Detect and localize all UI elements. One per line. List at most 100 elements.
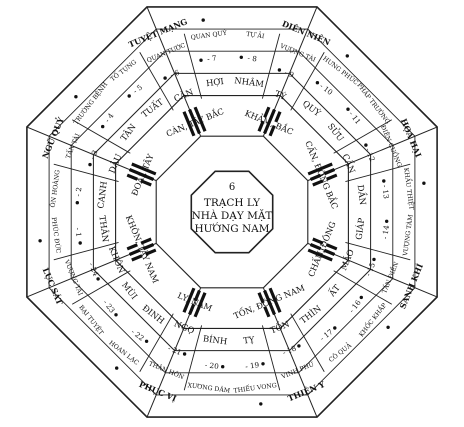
mountain-name: HỢI bbox=[206, 77, 225, 89]
center-number: 6 bbox=[229, 182, 235, 193]
mountain-divider bbox=[345, 241, 411, 261]
outer-star-dot bbox=[422, 181, 426, 185]
mountain-dot bbox=[78, 241, 82, 245]
center-title-line-2: NHÀ DẠY MẶT bbox=[192, 208, 273, 222]
outer-star-sw: LỤC SÁT bbox=[41, 266, 65, 306]
mountain-star: KHẨU THIỆT bbox=[402, 167, 416, 211]
mountain-divider bbox=[261, 33, 281, 99]
mountain-value: - 24 bbox=[87, 261, 101, 278]
mountain-name: QUÝ bbox=[300, 97, 323, 119]
mountain-star: TẤN TÀI bbox=[64, 132, 82, 160]
trigram-se-icon bbox=[257, 287, 282, 318]
mountain-value: - 11 bbox=[347, 109, 363, 125]
mountain-star: TẤN ĐIỀN bbox=[379, 260, 400, 295]
mountain-value: - 19 bbox=[245, 360, 260, 371]
mountain-dot bbox=[385, 219, 389, 223]
mountain-dot bbox=[372, 257, 376, 262]
mountain-divider bbox=[261, 325, 281, 391]
outer-star-dot bbox=[201, 18, 205, 22]
mountain-dot bbox=[359, 295, 363, 300]
mountain-dot bbox=[277, 68, 282, 72]
mountain-dot bbox=[199, 58, 203, 62]
mountain-value: - 21 bbox=[167, 343, 183, 357]
mountain-star: QUAN QUÝ bbox=[190, 30, 228, 42]
mountain-dot bbox=[261, 362, 265, 366]
mountain-star: HƯNG PHÚC bbox=[321, 54, 360, 86]
mountain-star: ÔN HOÀNG bbox=[49, 169, 62, 208]
mountain-name: MÃO bbox=[337, 247, 356, 272]
outer-star-dot bbox=[74, 95, 78, 99]
mountain-divider bbox=[139, 313, 174, 373]
mountain-divider bbox=[183, 33, 203, 99]
mountain-dot bbox=[333, 326, 337, 330]
mountain-value: - 20 bbox=[204, 360, 219, 371]
outer-star-se: THIÊN Y bbox=[286, 379, 326, 403]
mountain-value: - 2 bbox=[73, 187, 83, 197]
mountain-name: THÂN bbox=[96, 215, 111, 244]
mountain-name: DẦN bbox=[355, 184, 371, 206]
mountain-value: - 14 bbox=[380, 224, 391, 239]
center-title-line-3: HƯỚNG NAM bbox=[194, 221, 269, 235]
direction-label-s: LY, NAM bbox=[176, 290, 214, 313]
trigram-sw-icon bbox=[126, 237, 157, 262]
mountain-value: - 5 bbox=[131, 82, 144, 95]
mountain-name: CẤN bbox=[340, 152, 360, 176]
outer-star-dot bbox=[115, 366, 119, 370]
mountain-name: DẬU bbox=[106, 152, 125, 175]
mountain-value: - 23 bbox=[101, 298, 117, 315]
mountain-name: BÍNH bbox=[202, 332, 228, 347]
mountain-name: CANH bbox=[96, 181, 110, 210]
mountain-divider bbox=[333, 119, 393, 154]
mountain-name: TÝ bbox=[273, 87, 288, 103]
mountain-star: CÔ QUẢ bbox=[327, 341, 353, 364]
mountain-star: KHỐC KHẤP bbox=[357, 302, 388, 339]
mountain-value: - 13 bbox=[380, 184, 391, 199]
mountain-star: VƯỢNG TÀI bbox=[62, 258, 84, 297]
mountain-name: KHÔN bbox=[106, 244, 128, 275]
center-label-block: 6 TRẠCH LY NHÀ DẠY MẶT HƯỚNG NAM bbox=[192, 182, 273, 235]
mountain-dot bbox=[182, 352, 187, 356]
mountain-value: - 7 bbox=[207, 53, 218, 63]
mountain-value: - 22 bbox=[129, 327, 145, 343]
mountain-dot bbox=[239, 55, 243, 59]
mountain-divider bbox=[53, 241, 119, 261]
mountain-dot bbox=[96, 277, 100, 281]
mountain-divider bbox=[290, 51, 325, 111]
octagon-ring-0 bbox=[190, 170, 274, 254]
mountain-divider bbox=[345, 163, 411, 183]
mountain-dot bbox=[127, 94, 131, 98]
mountain-star: QUAN TƯỚC bbox=[145, 41, 186, 64]
mountain-star: PHÚC ĐỨC bbox=[50, 217, 63, 254]
mountain-dot bbox=[382, 179, 386, 183]
mountain-star: ĐIÊN CUỒNG bbox=[379, 123, 404, 168]
mountain-dot bbox=[144, 339, 149, 343]
mountain-value: - 3 bbox=[88, 148, 100, 160]
mountain-name: SỬU bbox=[325, 120, 348, 144]
mountain-value: - 17 bbox=[318, 327, 335, 343]
mountain-name: TUẤT bbox=[138, 95, 166, 121]
outer-star-w: NGŨ QUỶ bbox=[40, 115, 66, 159]
mountain-star: THIẾU VONG bbox=[233, 381, 277, 395]
mountain-value: - 6 bbox=[169, 68, 181, 80]
mountain-divider bbox=[53, 163, 119, 183]
mountain-dot bbox=[163, 76, 167, 80]
outer-star-dot bbox=[259, 402, 263, 406]
trigram-symbols bbox=[126, 106, 338, 318]
mountain-value: - 1 bbox=[73, 227, 83, 237]
mountain-value: - 8 bbox=[247, 53, 258, 63]
outer-star-n: DIÊN NIÊN bbox=[281, 18, 332, 47]
trigram-w-icon bbox=[126, 162, 157, 187]
octagon-ring-6 bbox=[26, 6, 438, 418]
mountain-value: - 16 bbox=[347, 298, 363, 315]
mountain-divider bbox=[183, 325, 203, 391]
outer-star-dot bbox=[345, 54, 349, 58]
mountain-name: NHÂM bbox=[234, 74, 265, 90]
mountain-dot bbox=[315, 81, 320, 85]
mountain-name: TÂN bbox=[118, 121, 139, 144]
mountain-name: NGỌ bbox=[172, 319, 195, 336]
mountain-divider bbox=[71, 119, 131, 154]
mountain-dot bbox=[221, 365, 225, 369]
mountain-dot bbox=[346, 107, 350, 111]
mountain-dot bbox=[88, 162, 92, 167]
